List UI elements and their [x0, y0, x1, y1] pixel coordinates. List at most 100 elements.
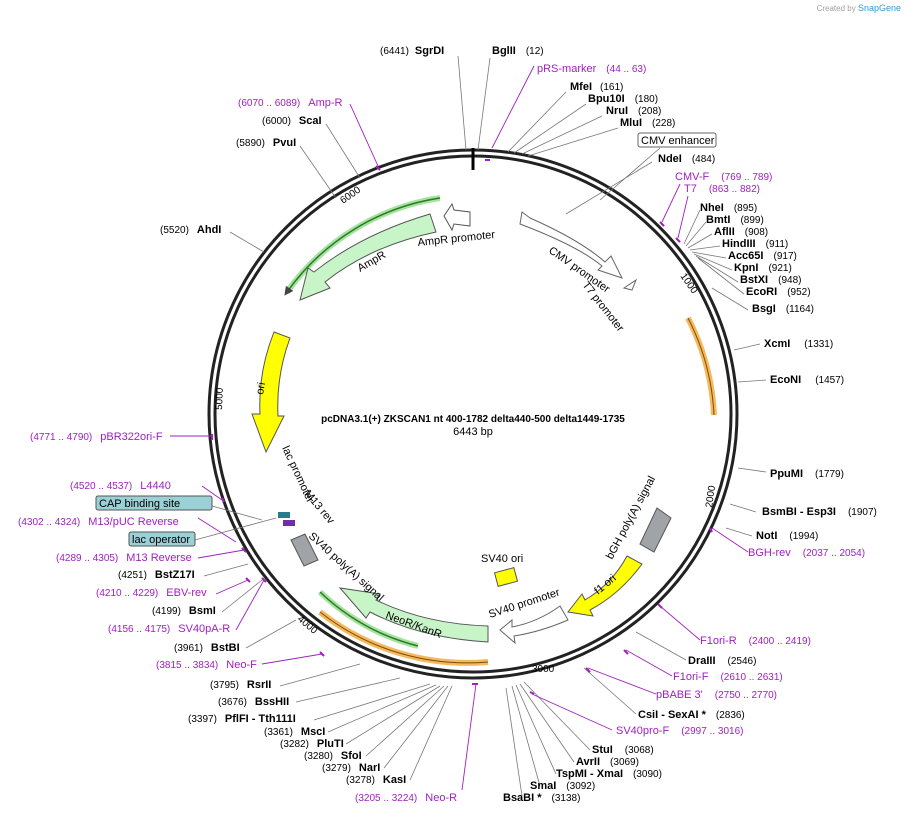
lac-operator-label: lac operator [132, 534, 190, 546]
enzyme-ecori[interactable]: EcoRI(952) [746, 286, 811, 298]
primer-amp-r[interactable]: (6070 .. 6089)Amp-R [238, 97, 343, 109]
enzyme-bsabi[interactable]: BsaBI *(3138) [503, 792, 580, 804]
sv40-promoter-arrow[interactable] [499, 605, 569, 645]
primer-l4440[interactable]: (4520 .. 4537)L4440 [70, 480, 171, 492]
primer-ebv-rev[interactable]: (4210 .. 4229)EBV-rev [96, 587, 207, 599]
enzyme-ppumi[interactable]: PpuMI(1779) [770, 468, 844, 480]
enzyme-bstbi[interactable]: (3961)BstBI [174, 642, 240, 654]
enzyme-hindiii[interactable]: HindIII(911) [722, 238, 788, 250]
enzyme-kasi[interactable]: (3278)KasI [346, 774, 406, 786]
sv40-ori-label: SV40 ori [481, 553, 523, 565]
enzyme-nrui[interactable]: NruI(208) [606, 105, 661, 117]
enzyme-bsgi[interactable]: BsgI(1164) [752, 303, 814, 315]
enzyme-smai[interactable]: SmaI(3092) [530, 780, 595, 792]
enzyme-mfei[interactable]: MfeI(161) [570, 81, 623, 93]
snapgene-brand: Created by SnapGene [817, 3, 901, 13]
enzyme-tspmi-xmai[interactable]: TspMI - XmaI(3090) [556, 768, 662, 780]
primer-marks [211, 159, 713, 695]
selection-arc-neo-core [319, 591, 419, 647]
primer-cmv-f[interactable]: CMV-F(769 .. 789) [675, 171, 772, 183]
primer-prs-marker[interactable]: pRS-marker(44 .. 63) [537, 63, 646, 75]
map-title: pcDNA3.1(+) ZKSCAN1 nt 400-1782 delta440… [321, 414, 625, 425]
enzyme-bsmi[interactable]: (4199)BsmI [152, 605, 216, 617]
ori-label: ori [254, 381, 268, 395]
lac-operator-box[interactable] [128, 531, 196, 547]
primer-f1ori-r[interactable]: F1ori-R(2400 .. 2419) [700, 635, 811, 647]
boxed-labels: CMV enhancer CAP binding site lac operat… [95, 132, 717, 547]
enzyme-bstz17i[interactable]: (4251)BstZ17I [118, 569, 195, 581]
brand-prefix: Created by [816, 4, 856, 13]
sv40-polya-block[interactable] [290, 533, 319, 567]
primer-sv40pro-f[interactable]: SV40pro-F(2997 .. 3016) [616, 725, 743, 737]
enzyme-scai[interactable]: (6000)ScaI [262, 115, 322, 127]
t7-promoter-arrow[interactable] [622, 278, 638, 291]
primer-m13-reverse[interactable]: (4289 .. 4305)M13 Reverse [56, 552, 192, 564]
enzyme-bglii[interactable]: BglII(12) [492, 45, 544, 57]
enzyme-nari[interactable]: (3279)NarI [322, 762, 380, 774]
enzyme-aflii[interactable]: AflII(908) [714, 226, 768, 238]
cmv-promoter-arrow[interactable] [519, 211, 623, 279]
primer-labels: pRS-marker(44 .. 63) CMV-F(769 .. 789) T… [18, 63, 865, 804]
selection-arc-bottom-core [319, 611, 489, 664]
lac-operator-leader [194, 517, 277, 541]
cmv-enhancer-box[interactable] [637, 132, 717, 148]
enzyme-econi[interactable]: EcoNI(1457) [770, 374, 844, 386]
enzyme-draiii[interactable]: DraIII(2546) [688, 655, 756, 667]
enzyme-sgrdi[interactable]: (6441)SgrDI [380, 45, 444, 57]
selection-arc-right [685, 316, 717, 416]
m13-rev-block[interactable] [283, 520, 295, 526]
primer-sv40pa-r[interactable]: (4156 .. 4175)SV40pA-R [108, 623, 230, 635]
primer-pbabe3[interactable]: pBABE 3'(2750 .. 2770) [656, 689, 777, 701]
primer-bgh-rev[interactable]: BGH-rev(2037 .. 2054) [748, 547, 865, 559]
lac-operator-block[interactable] [278, 512, 290, 518]
enzyme-xcmi[interactable]: XcmI(1331) [764, 338, 833, 350]
primer-t7[interactable]: T7(863 .. 882) [684, 183, 760, 195]
enzyme-csii-sexai[interactable]: CsiI - SexAI *(2836) [638, 709, 745, 721]
enzyme-stui[interactable]: StuI(3068) [592, 744, 654, 756]
cap-binding-site-box[interactable] [95, 495, 213, 511]
enzyme-bsshii[interactable]: (3676)BssHII [218, 696, 289, 708]
enzyme-rsrii[interactable]: (3795)RsrII [210, 679, 271, 691]
map-length: 6443 bp [453, 426, 493, 438]
cmv-enhancer-label: CMV enhancer [641, 135, 715, 147]
enzyme-pluti[interactable]: (3282)PluTI [280, 738, 344, 750]
enzyme-pvui[interactable]: (5890)PvuI [236, 137, 296, 149]
cmv-enhancer-leader [599, 147, 661, 201]
tick-3000: 3000 [532, 664, 555, 675]
enzyme-bstxi[interactable]: BstXI(948) [740, 274, 801, 286]
enzyme-acc65i[interactable]: Acc65I(917) [728, 250, 797, 262]
selection-arc-right-core [687, 317, 715, 416]
enzyme-bmti[interactable]: BmtI(899) [706, 214, 764, 226]
bgh-polya-block[interactable] [639, 507, 672, 553]
ori-arrow[interactable] [251, 331, 291, 454]
tick-6000: 6000 [338, 184, 363, 206]
tick-5000: 5000 [214, 387, 226, 410]
neor-kanr-arrow[interactable] [338, 587, 489, 643]
enzyme-noti[interactable]: NotI(1994) [756, 530, 818, 542]
ampr-promoter-arrow[interactable] [443, 202, 471, 232]
enzyme-bsmbi-esp3i[interactable]: BsmBI - Esp3I(1907) [762, 506, 877, 518]
primer-neo-r[interactable]: (3205 .. 3224)Neo-R [355, 792, 457, 804]
primer-f1ori-f[interactable]: F1ori-F(2610 .. 2631) [673, 671, 783, 683]
enzyme-mlui[interactable]: MluI(228) [620, 117, 675, 129]
enzyme-msci[interactable]: (3361)MscI [264, 726, 325, 738]
enzyme-ahdi[interactable]: (5520)AhdI [160, 224, 221, 236]
enzyme-ndei[interactable]: NdeI(484) [658, 153, 715, 165]
enzyme-nhei[interactable]: NheI(895) [700, 202, 757, 214]
enzyme-labels: (6441)SgrDI BglII(12) MfeI(161) Bpu10I(1… [118, 45, 877, 804]
enzyme-bpu10i[interactable]: Bpu10I(180) [588, 93, 658, 105]
primer-m13-puc-reverse[interactable]: (4302 .. 4324)M13/pUC Reverse [18, 516, 179, 528]
sv40-ori-block[interactable] [493, 567, 519, 587]
cap-binding-site-label: CAP binding site [99, 498, 180, 510]
selection-arc-amp-core [284, 197, 441, 296]
primer-neo-f[interactable]: (3815 .. 3834)Neo-F [156, 659, 257, 671]
enzyme-sfoi[interactable]: (3280)SfoI [304, 750, 362, 762]
primer-pbr322ori-f[interactable]: (4771 .. 4790)pBR322ori-F [30, 431, 163, 443]
enzyme-avrii[interactable]: AvrII(3069) [576, 756, 639, 768]
ampr-arrow[interactable] [299, 213, 437, 301]
enzyme-kpni[interactable]: KpnI(921) [734, 262, 792, 274]
enzyme-pflfi-tth111i[interactable]: (3397)PflFI - Tth111I [188, 713, 296, 725]
f1-ori-arrow[interactable] [567, 555, 643, 617]
